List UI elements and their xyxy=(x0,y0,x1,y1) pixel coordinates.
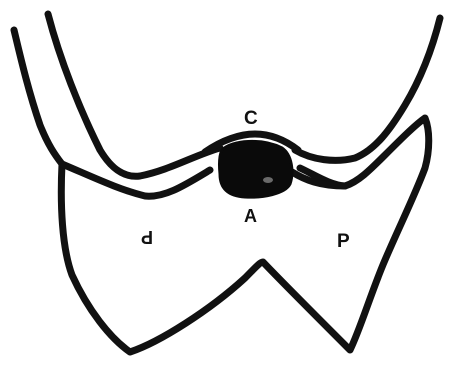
inner-left-curve xyxy=(48,14,220,176)
central-highlight xyxy=(263,177,273,183)
label-top: C xyxy=(244,108,258,129)
inner-right-curve xyxy=(295,18,440,160)
central-dark-mass xyxy=(219,141,292,197)
label-right: P xyxy=(337,231,350,252)
label-center: A xyxy=(244,206,257,226)
left-body-edge xyxy=(62,164,210,196)
label-left: P xyxy=(141,227,153,247)
outer-left-line xyxy=(14,30,62,164)
